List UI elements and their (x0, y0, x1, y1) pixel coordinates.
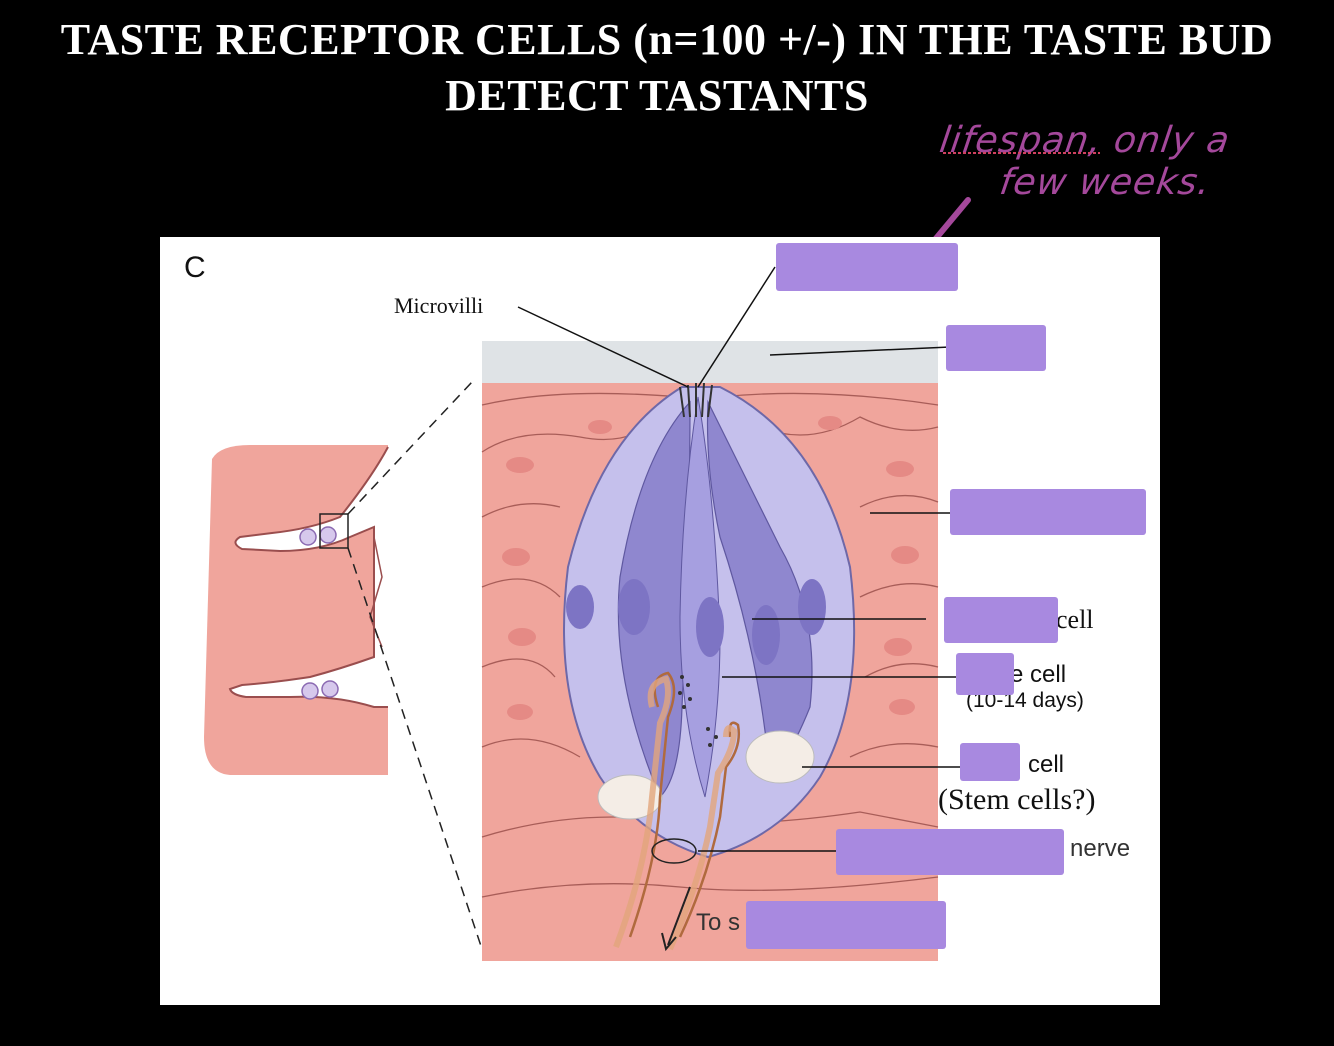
panel-letter: C (184, 251, 206, 284)
label-cell-2: e cell (1010, 661, 1067, 688)
leader-taste-pore (697, 266, 776, 388)
label-cover-taste-pore[interactable] (776, 243, 958, 291)
slide-title-line-2: DETECT TASTANTS (445, 71, 869, 120)
taste-bud-diagram (204, 266, 960, 961)
zoom-box (319, 513, 349, 549)
label-cover-cell-2[interactable] (956, 653, 1014, 695)
label-cover-nerve[interactable] (836, 829, 1064, 875)
label-cell-3: l cell (1016, 751, 1065, 778)
leader-surface (769, 346, 951, 356)
label-cover-epithelial-cell[interactable] (950, 489, 1146, 535)
label-to: To s (696, 909, 741, 936)
label-microvilli: Microvilli (394, 293, 484, 318)
zoom-line-top (347, 381, 473, 515)
slide-title-line-1: TASTE RECEPTOR CELLS (n=100 +/-) IN THE … (60, 15, 1274, 64)
zoom-line-bottom (347, 547, 483, 950)
label-stem-cells: (Stem cells?) (938, 783, 1096, 816)
taste-bud (563, 382, 856, 952)
label-cell-1: cell (1056, 605, 1094, 634)
leader-lines (517, 266, 960, 852)
label-cover-to[interactable] (746, 901, 946, 949)
taste-bud-figure: C Microvilli cell e cell (10-14 days) l … (160, 237, 1160, 1005)
label-nerve: nerve (1070, 835, 1131, 862)
label-cover-surface[interactable] (946, 325, 1046, 371)
label-cover-cell-3[interactable] (960, 743, 1020, 781)
papilla-overview (204, 445, 389, 775)
nerve-outline (651, 838, 697, 864)
leader-microvilli (517, 306, 689, 388)
label-cover-cell-1[interactable] (944, 597, 1058, 643)
